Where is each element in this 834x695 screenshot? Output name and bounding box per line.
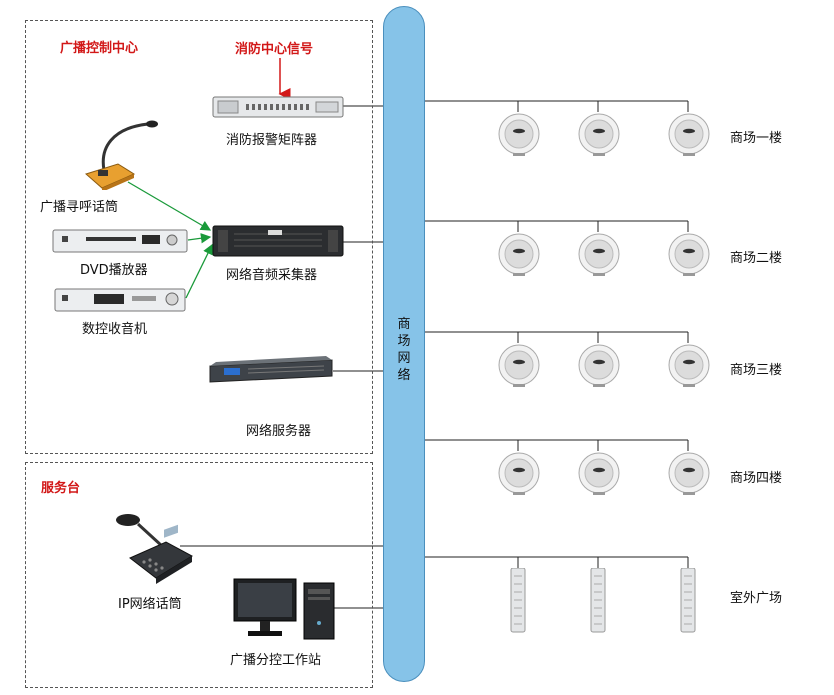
network-server-device: [209, 356, 333, 383]
tuner-to-collector-arrow: [185, 243, 213, 299]
mic-to-collector-arrow: [127, 181, 212, 231]
workstation-device: [233, 578, 335, 640]
ceiling-speaker: [578, 344, 620, 387]
ceiling-speaker: [498, 233, 540, 276]
digital-tuner-label: 数控收音机: [82, 322, 148, 337]
dvd-to-collector-arrow: [187, 233, 212, 244]
service-desk-title: 服务台: [41, 481, 81, 496]
service-desk-box: [25, 462, 373, 688]
column-speaker: [680, 568, 696, 633]
ceiling-speaker: [578, 233, 620, 276]
ceiling-speaker: [668, 452, 710, 495]
ceiling-speaker: [498, 452, 540, 495]
ceiling-speaker: [668, 233, 710, 276]
fire-signal-label: 消防中心信号: [235, 42, 314, 57]
zone-label-outdoor: 室外广场: [730, 591, 783, 606]
paging-mic-device: [84, 120, 158, 190]
control-center-box: [25, 20, 373, 454]
ceiling-speaker: [668, 113, 710, 156]
ceiling-speaker: [498, 113, 540, 156]
zone-label-floor-3: 商场三楼: [730, 363, 783, 378]
audio-collector-label: 网络音频采集器: [226, 268, 318, 283]
ceiling-speaker: [668, 344, 710, 387]
zone-label-floor-4: 商场四楼: [730, 471, 783, 486]
audio-collector-device: [212, 225, 344, 257]
ip-mic-label: IP网络话筒: [118, 597, 182, 612]
dvd-player-device: [52, 229, 188, 253]
network-server-label: 网络服务器: [246, 424, 312, 439]
fire-matrix-device: [212, 96, 344, 118]
paging-mic-label: 广播寻呼话筒: [40, 200, 119, 215]
ceiling-speaker: [578, 452, 620, 495]
digital-tuner-device: [54, 288, 186, 312]
ip-mic-device: [116, 514, 194, 584]
fire-matrix-label: 消防报警矩阵器: [226, 133, 318, 148]
column-speaker: [590, 568, 606, 633]
control-center-title: 广播控制中心: [60, 41, 139, 56]
column-speaker: [510, 568, 526, 633]
ceiling-speaker: [578, 113, 620, 156]
network-label: 商 场 网 络: [397, 317, 411, 383]
network-backbone: [383, 6, 425, 682]
zone-label-floor-1: 商场一楼: [730, 131, 783, 146]
ceiling-speaker: [498, 344, 540, 387]
dvd-player-label: DVD播放器: [80, 263, 148, 278]
workstation-label: 广播分控工作站: [230, 653, 322, 668]
zone-label-floor-2: 商场二楼: [730, 251, 783, 266]
